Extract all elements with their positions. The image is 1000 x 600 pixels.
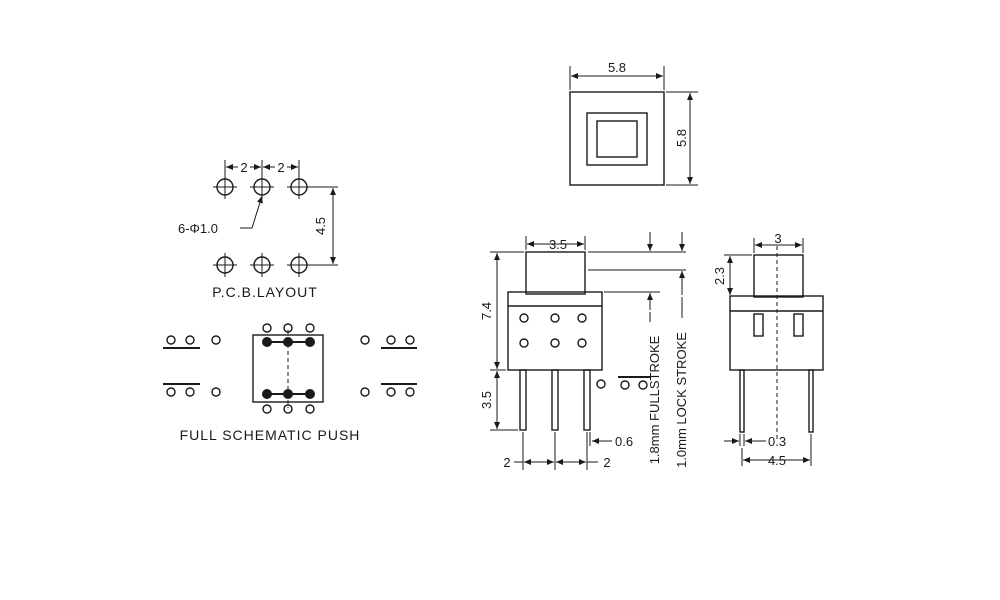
top-view: 5.8 5.8 xyxy=(569,60,698,186)
front-pin-pitch-left: 2 xyxy=(503,455,510,470)
schematic-caption: FULL SCHEMATIC PUSH xyxy=(180,427,361,443)
contact-dot xyxy=(305,389,315,399)
side-actuator-width-label: 3 xyxy=(774,231,781,246)
terminal-pin xyxy=(519,369,527,431)
terminal-pin xyxy=(583,369,591,431)
side-actuator-height-label: 2.3 xyxy=(712,267,727,285)
schematic: FULL SCHEMATIC PUSH xyxy=(163,323,417,443)
top-width-label: 5.8 xyxy=(608,60,626,75)
contact-dot xyxy=(262,337,272,347)
side-pin-span-label: 4.5 xyxy=(768,453,786,468)
pcb-hole-spec: 6-Φ1.0 xyxy=(178,221,218,236)
pcb-caption: P.C.B.LAYOUT xyxy=(212,284,318,300)
terminal-pin xyxy=(551,369,559,431)
front-view: 3.5 7.4 3.5 2 2 0.6 xyxy=(479,232,689,470)
front-body-height-label: 7.4 xyxy=(479,302,494,320)
front-pin-length-label: 3.5 xyxy=(479,391,494,409)
pcb-hole xyxy=(213,175,237,199)
switch-contact-symbol xyxy=(360,335,417,349)
top-height-label: 5.8 xyxy=(674,129,689,147)
switch-contact-symbol xyxy=(360,383,417,397)
contact-dot xyxy=(283,389,293,399)
front-pin-pitch-right: 2 xyxy=(603,455,610,470)
side-pin-thickness-label: 0.3 xyxy=(768,434,786,449)
pcb-row-gap-label: 4.5 xyxy=(313,217,328,235)
lock-stroke-label: 1.0mm LOCK STROKE xyxy=(674,332,689,468)
pcb-hole xyxy=(213,253,237,277)
terminal-pin xyxy=(739,369,745,433)
switch-contact-symbol xyxy=(163,335,221,349)
pcb-pitch-label: 2 xyxy=(240,160,247,175)
contact-dot xyxy=(262,389,272,399)
pcb-layout: 2 2 4.5 6-Φ1.0 P.C.B.LAYOUT xyxy=(178,160,338,300)
contact-dot xyxy=(283,337,293,347)
front-actuator-width-label: 3.5 xyxy=(549,237,567,252)
contact-dot xyxy=(305,337,315,347)
switch-contact-symbol xyxy=(163,383,221,397)
pcb-hole xyxy=(250,253,274,277)
full-stroke-label: 1.8mm FULLSTROKE xyxy=(647,335,662,464)
pcb-pitch-label: 2 xyxy=(277,160,284,175)
pcb-hole xyxy=(250,175,274,199)
front-pin-thickness-label: 0.6 xyxy=(615,434,633,449)
terminal-pin xyxy=(808,369,814,433)
side-view: 3 2.3 0.3 4.5 xyxy=(712,231,824,468)
